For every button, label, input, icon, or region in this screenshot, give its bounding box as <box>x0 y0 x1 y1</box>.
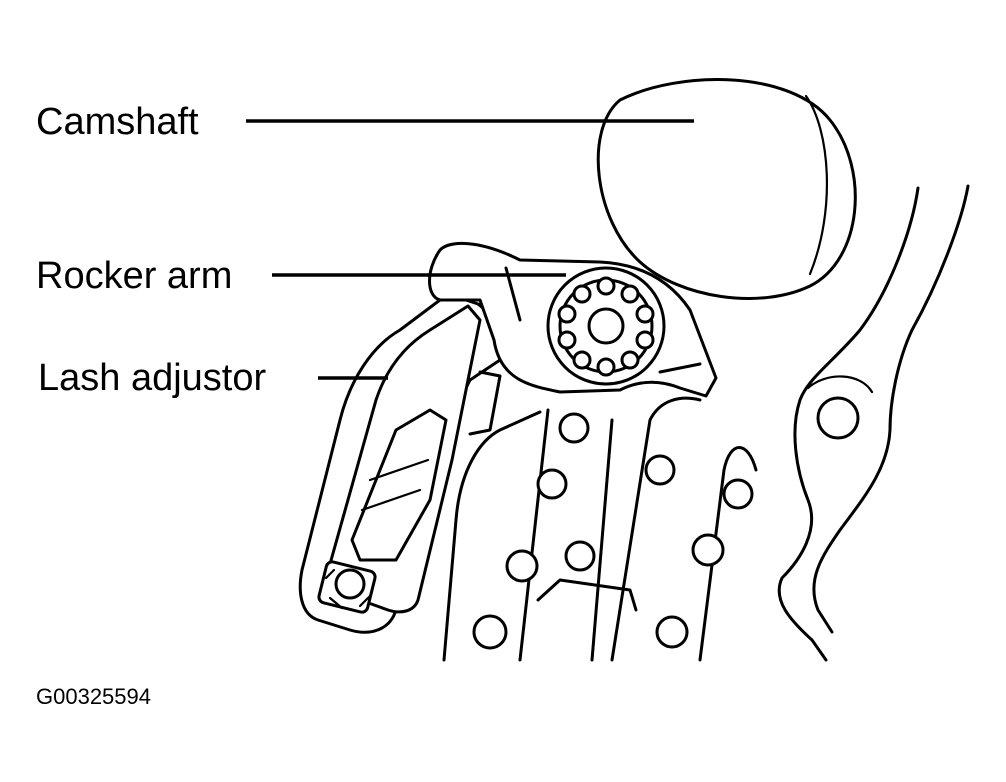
spring-coil <box>472 614 508 650</box>
lash-adjustor <box>298 284 502 634</box>
spring-coil <box>655 615 689 649</box>
spring-coil <box>722 478 754 510</box>
roller-needle <box>620 350 640 370</box>
valve-spring-assembly-left <box>442 408 638 662</box>
check-ball <box>334 568 366 600</box>
spring-coil <box>558 412 590 444</box>
spring-coil <box>564 540 596 572</box>
label-lash-adjustor-text: Lash adjustor <box>38 357 266 399</box>
camshaft-lobe <box>596 78 857 300</box>
label-camshaft: Camshaft <box>36 101 694 143</box>
label-rocker-arm-text: Rocker arm <box>36 255 232 297</box>
roller-needle <box>596 357 616 377</box>
spring-coil <box>536 468 568 500</box>
roller-needle <box>572 284 592 304</box>
label-lash-adjustor: Lash adjustor <box>38 357 388 399</box>
label-rocker-arm: Rocker arm <box>36 255 566 297</box>
roller-needle <box>635 330 655 350</box>
valve-spring-assembly-right <box>610 396 758 662</box>
figure-code: G00325594 <box>36 684 151 709</box>
spring-coil <box>505 549 539 583</box>
roller-needle <box>596 276 616 296</box>
head-bolt-hole <box>816 396 860 440</box>
roller-needle <box>635 304 655 324</box>
label-camshaft-text: Camshaft <box>36 101 199 143</box>
cylinder-head-casting <box>777 184 970 662</box>
roller-needle <box>557 304 577 324</box>
roller-axle <box>587 307 625 345</box>
roller-needle <box>620 284 640 304</box>
spring-coil <box>691 533 725 567</box>
roller-needle <box>557 330 577 350</box>
rocker-arm <box>428 241 718 398</box>
spring-coil <box>644 454 676 486</box>
roller-needle <box>572 350 592 370</box>
